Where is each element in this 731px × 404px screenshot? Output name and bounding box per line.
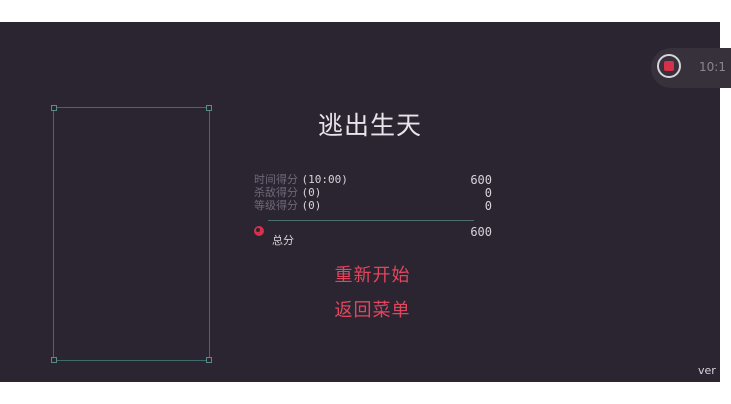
empty-card-panel — [51, 105, 212, 363]
score-label-text: 等级得分 — [254, 199, 298, 212]
score-detail: (0) — [301, 199, 322, 212]
score-row-time: 时间得分 (10:00) 600 — [254, 173, 492, 187]
score-value-kill: 0 — [484, 186, 492, 200]
panel-corner — [206, 357, 212, 363]
score-divider — [268, 220, 474, 221]
score-label-text: 杀敌得分 — [254, 186, 298, 199]
score-detail: (10:00) — [301, 173, 348, 186]
panel-corner — [206, 105, 212, 111]
score-row-level: 等级得分 (0) 0 — [254, 199, 492, 213]
recording-time: 10:1 — [699, 60, 726, 74]
recording-indicator[interactable]: 10:1 — [651, 48, 731, 88]
score-label-level: 等级得分 (0) — [254, 199, 321, 213]
score-row-total: 总分 600 — [254, 225, 492, 247]
return-to-menu-button[interactable]: 返回菜单 — [334, 300, 411, 321]
total-value: 600 — [470, 225, 492, 239]
score-detail: (0) — [301, 186, 322, 199]
record-stop-icon[interactable] — [657, 54, 681, 78]
score-label-text: 时间得分 — [254, 173, 298, 186]
game-over-title: 逃出生天 — [317, 111, 422, 140]
score-label-time: 时间得分 (10:00) — [254, 173, 348, 187]
restart-button[interactable]: 重新开始 — [334, 265, 411, 286]
panel-corner — [51, 105, 57, 111]
crimson-orb-icon — [254, 226, 264, 236]
game-over-screen: 逃出生天 时间得分 (10:00) 600 杀敌得分 (0) 0 等级得分 (0… — [0, 22, 731, 382]
version-label: ver — [698, 364, 716, 377]
score-row-kill: 杀敌得分 (0) 0 — [254, 186, 492, 200]
score-value-time: 600 — [470, 173, 492, 187]
score-label-kill: 杀敌得分 (0) — [254, 186, 321, 200]
total-label: 总分 — [272, 234, 294, 247]
score-value-level: 0 — [484, 199, 492, 213]
panel-corner — [51, 357, 57, 363]
